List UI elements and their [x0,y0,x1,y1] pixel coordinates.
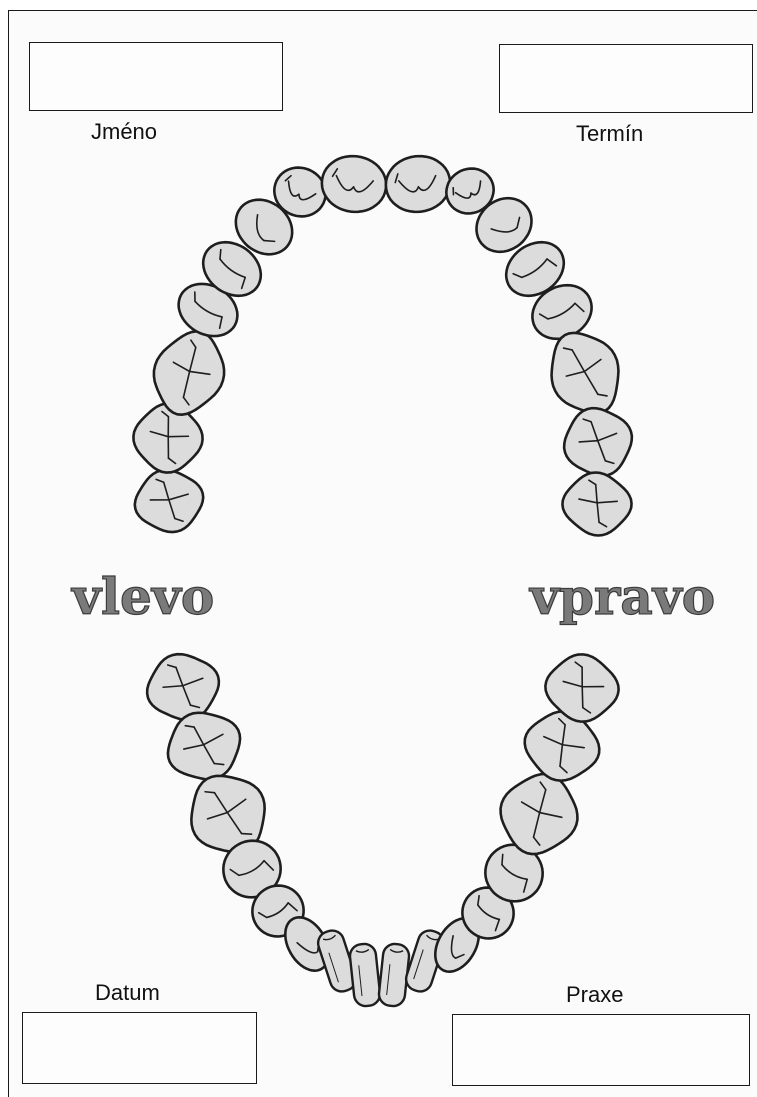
lower-tooth-9 [378,943,410,1007]
upper-tooth-8 [318,152,390,216]
upper-tooth-15 [558,402,638,482]
upper-tooth-16 [560,469,635,538]
lower-tooth-8 [349,943,381,1007]
upper-tooth-9 [382,152,454,216]
teeth-chart [9,11,757,1097]
dental-chart-sheet: Jméno Termín vlevo vpravo Datum Praxe [8,10,757,1097]
upper-tooth-1 [132,466,207,535]
